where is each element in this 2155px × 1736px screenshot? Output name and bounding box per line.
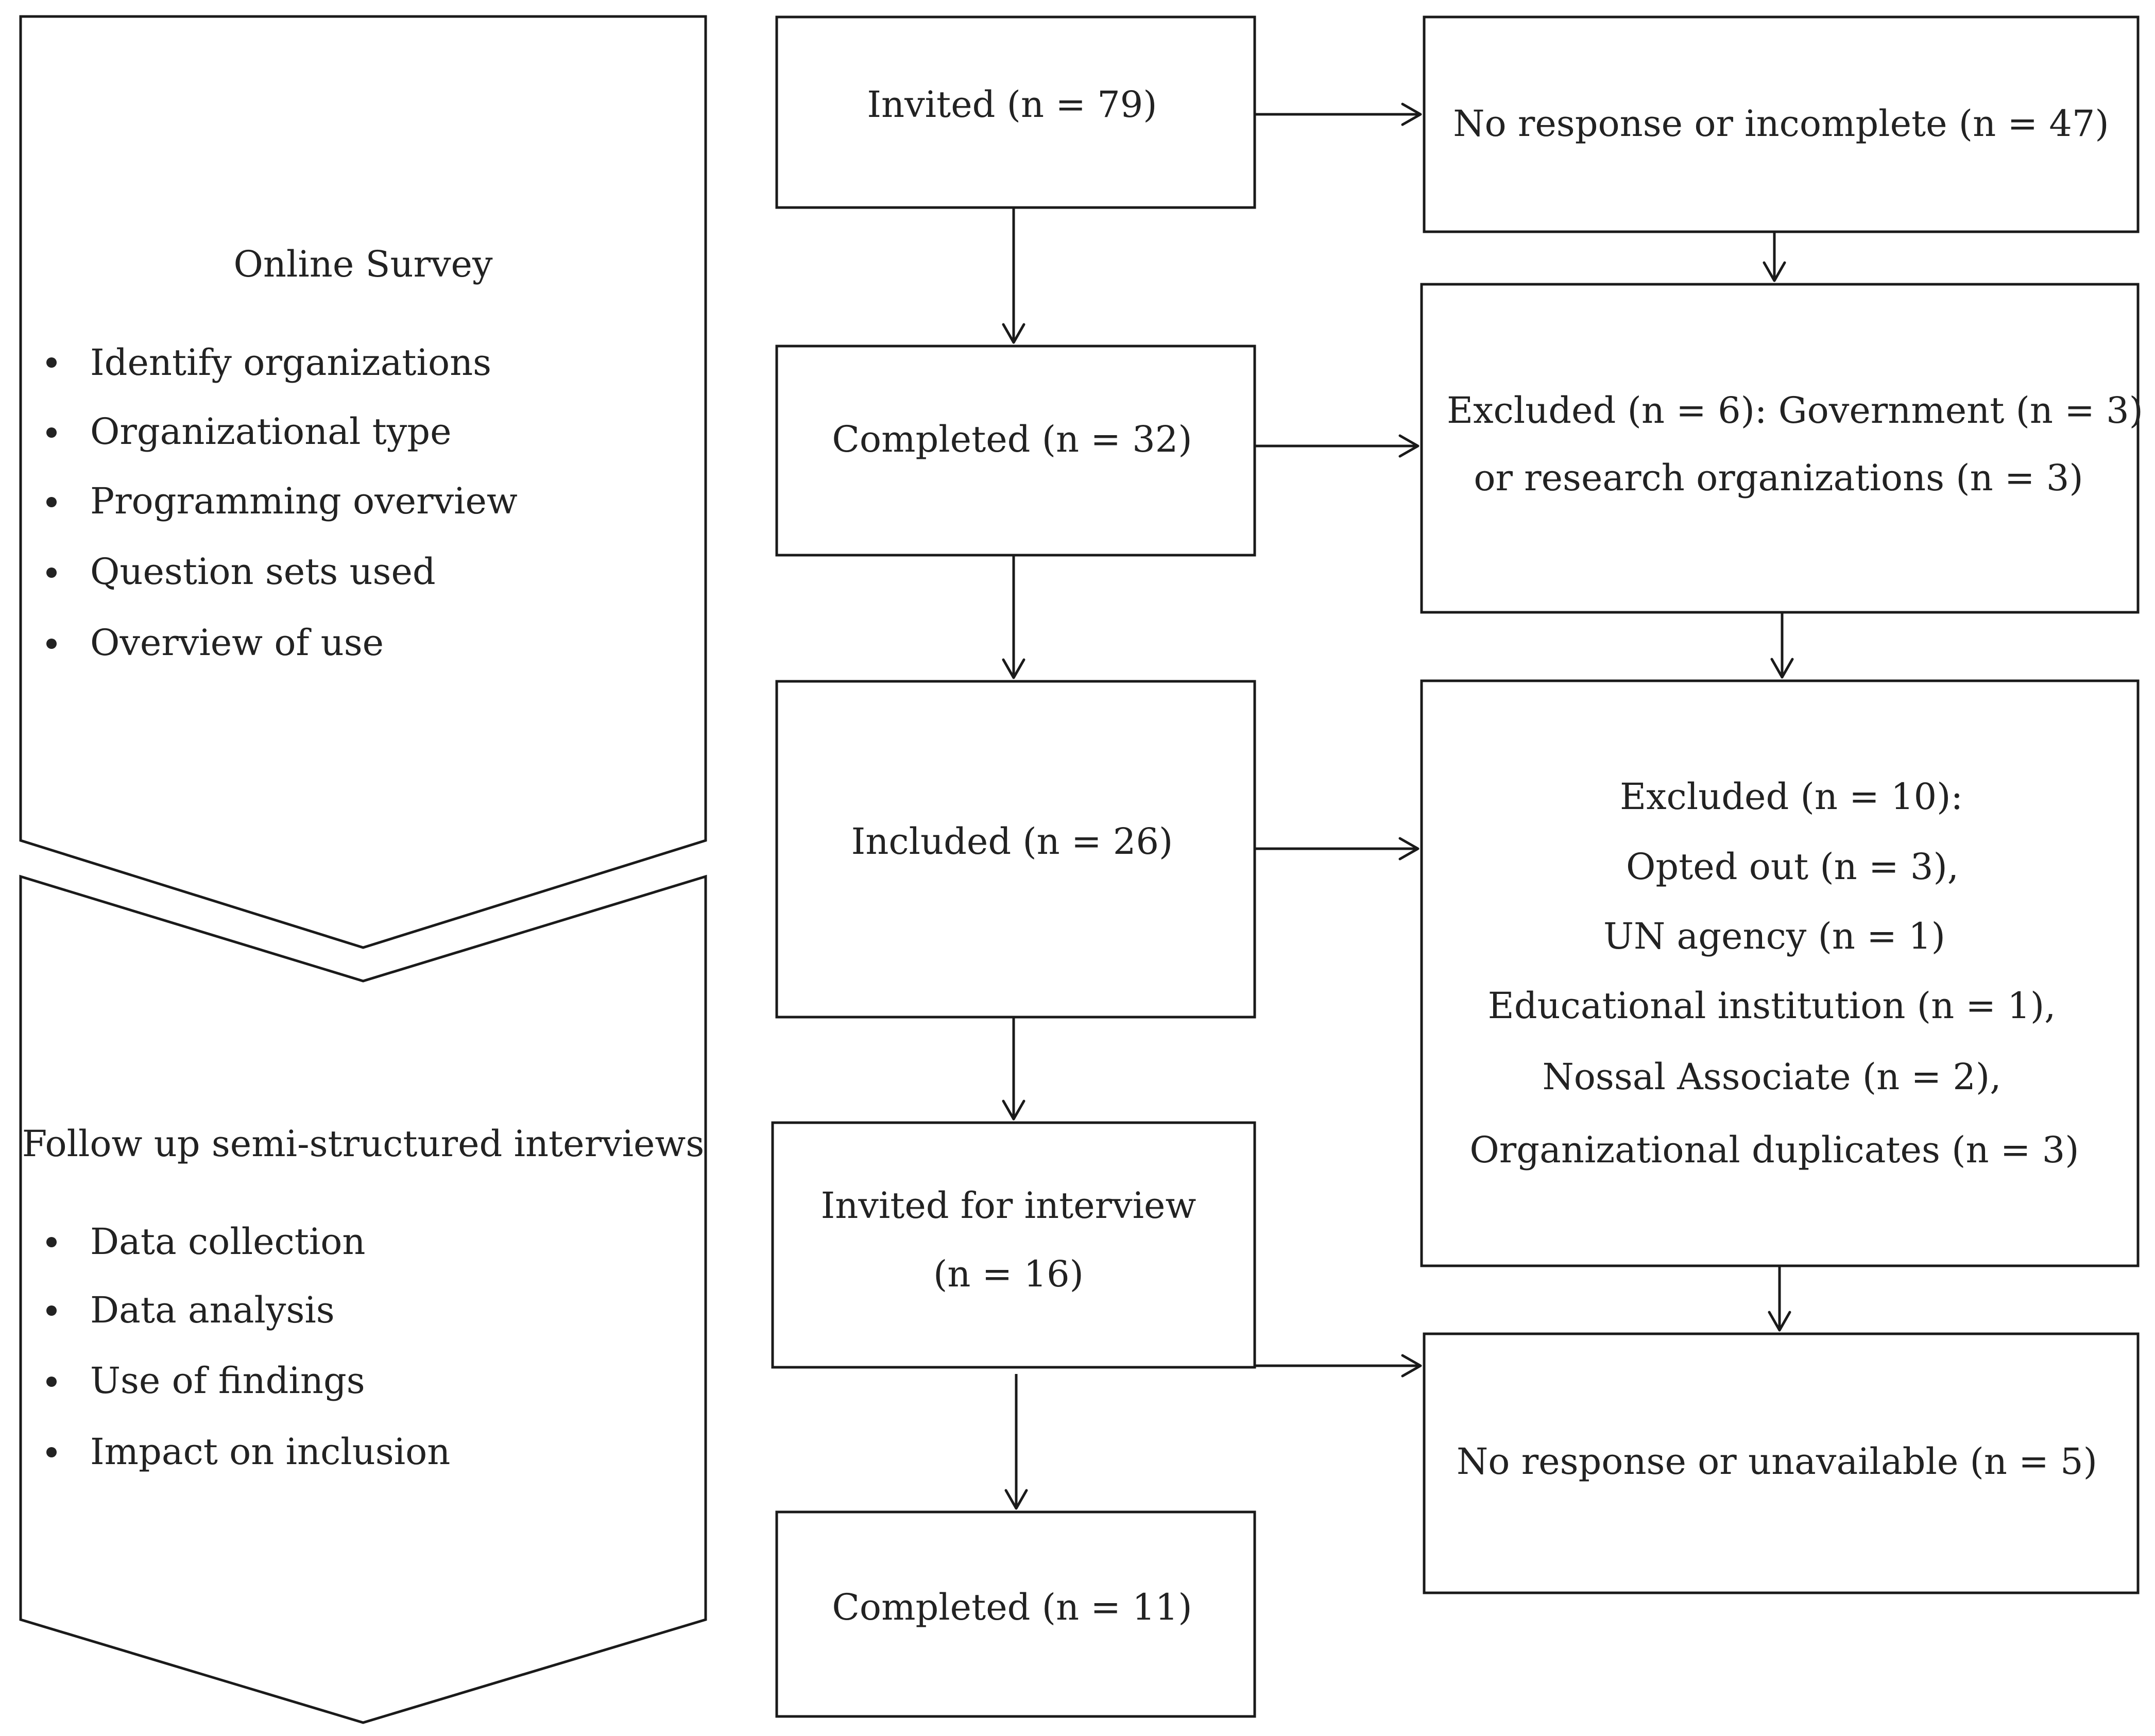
node-included <box>775 680 1256 1019</box>
arrow-invited-interview-to-completed <box>1004 1374 1028 1510</box>
bullet-item: Identify organizations <box>90 341 491 384</box>
phase-online-survey-title: Online Survey <box>233 243 492 285</box>
node-excluded-second-label-line5: Nossal Associate (n = 2), <box>1543 1056 2002 1098</box>
node-completed-survey <box>775 345 1256 557</box>
node-no-response <box>1423 15 2140 233</box>
node-invited-interview-label-line2: (n = 16) <box>933 1253 1084 1295</box>
node-invited-interview-label-line1: Invited for interview <box>821 1184 1196 1227</box>
node-unavailable <box>1423 1332 2140 1594</box>
node-excluded-first <box>1420 283 2140 614</box>
node-invited-label: Invited (n = 79) <box>867 83 1157 126</box>
phase-interviews-chevron <box>19 874 707 1724</box>
bullet-item: Programming overview <box>90 480 518 522</box>
node-excluded-first-label-line1: Excluded (n = 6): Government (n = 3) <box>1447 389 2143 432</box>
bullet-marker <box>46 639 57 649</box>
bullet-item: Data analysis <box>90 1289 335 1331</box>
bullet-marker <box>46 357 57 368</box>
bullet-marker <box>46 497 57 507</box>
bullet-item: Organizational type <box>90 410 452 453</box>
node-excluded-second-label-line2: Opted out (n = 3), <box>1626 846 1959 888</box>
node-invited-interview <box>771 1121 1256 1369</box>
node-included-label: Included (n = 26) <box>851 820 1173 863</box>
node-excluded-second-label-line1: Excluded (n = 10): <box>1620 776 1963 818</box>
node-completed-interview <box>775 1510 1256 1718</box>
phase-interviews-bullets: Data collection Data analysis Use of fin… <box>46 1221 450 1473</box>
phase-online-survey-bullets: Identify organizations Organizational ty… <box>46 341 518 664</box>
phase-online-survey-chevron <box>19 15 707 949</box>
arrow-included-to-invited-interview <box>1002 1017 1025 1121</box>
phase-interviews-title: Follow up semi-structured interviews <box>22 1123 705 1165</box>
node-excluded-second <box>1420 679 2140 1267</box>
node-excluded-second-label-line6: Organizational duplicates (n = 3) <box>1469 1129 2079 1171</box>
bullet-item: Question sets used <box>90 551 436 593</box>
arrow-no-response-to-excluded-first <box>1763 232 1786 282</box>
arrow-included-to-excluded-second <box>1255 837 1419 861</box>
node-no-response-label: No response or incomplete (n = 47) <box>1453 102 2109 145</box>
node-excluded-second-label-line4: Educational institution (n = 1), <box>1488 985 2056 1027</box>
bullet-item: Data collection <box>90 1221 365 1263</box>
arrow-excluded-second-to-unavailable <box>1768 1266 1791 1332</box>
arrow-completed-to-excluded-first <box>1255 434 1419 458</box>
arrow-invited-to-no-response <box>1255 102 1422 126</box>
node-excluded-second-label-line3: UN agency (n = 1) <box>1603 915 1945 957</box>
bullet-item: Use of findings <box>90 1360 365 1402</box>
node-invited <box>775 15 1256 209</box>
bullet-marker <box>46 427 57 438</box>
arrow-excluded-first-to-excluded-second <box>1770 612 1794 679</box>
bullet-marker <box>46 568 57 578</box>
node-excluded-first-label-line2: or research organizations (n = 3) <box>1474 457 2083 499</box>
node-completed-survey-label: Completed (n = 32) <box>832 418 1192 460</box>
bullet-item: Overview of use <box>90 622 384 664</box>
arrow-completed-to-included <box>1002 555 1025 679</box>
arrow-invited-interview-to-unavailable <box>1255 1354 1422 1378</box>
bullet-marker <box>46 1237 57 1247</box>
bullet-item: Impact on inclusion <box>90 1431 450 1473</box>
node-unavailable-label: No response or unavailable (n = 5) <box>1457 1440 2097 1483</box>
arrow-invited-to-completed <box>1002 208 1025 344</box>
bullet-marker <box>46 1447 57 1457</box>
bullet-marker <box>46 1377 57 1387</box>
bullet-marker <box>46 1305 57 1316</box>
node-completed-interview-label: Completed (n = 11) <box>832 1586 1192 1628</box>
